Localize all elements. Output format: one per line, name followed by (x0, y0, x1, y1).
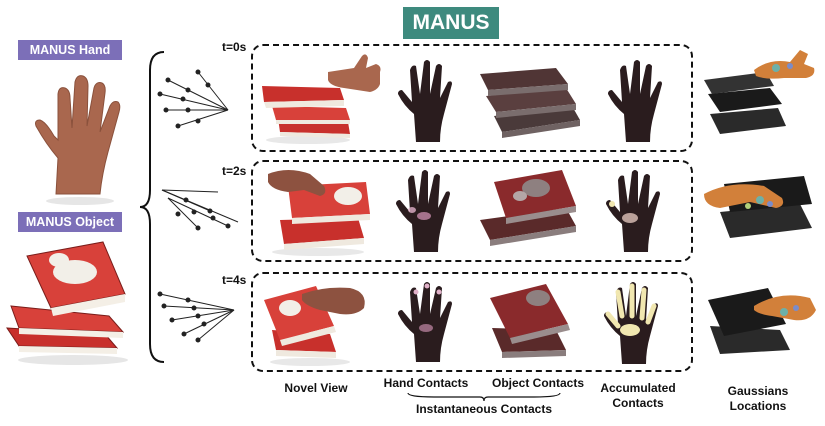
novel-view-t4 (264, 286, 365, 366)
caption-accumulated-line1: Accumulated (600, 381, 676, 395)
skeleton-t0 (157, 69, 229, 129)
gaussians-t4 (708, 288, 816, 354)
caption-gaussians-line1: Gaussians (727, 384, 789, 398)
caption-accumulated-contacts: Accumulated Contacts (592, 381, 684, 411)
skeleton-t4 (157, 291, 235, 343)
brace (139, 51, 165, 363)
object-contacts-t4 (490, 284, 570, 358)
caption-instantaneous-contacts: Instantaneous Contacts (415, 402, 553, 416)
gaussians-t0 (704, 50, 815, 134)
row-box-t0 (251, 44, 693, 152)
hand-contacts-t2 (396, 170, 450, 252)
input-hand-image (35, 75, 121, 205)
caption-gaussians-locations: Gaussians Locations (712, 384, 804, 414)
page-title: MANUS (403, 7, 499, 39)
input-books-image (6, 241, 128, 365)
gaussians-t2 (704, 176, 812, 238)
time-label-t0: t=0s (222, 40, 247, 54)
row-box-t4 (251, 272, 693, 372)
caption-gaussians-line2: Locations (729, 399, 787, 413)
object-contacts-t2 (480, 170, 576, 246)
time-label-t4: t=4s (222, 273, 247, 287)
skeleton-t2 (161, 189, 239, 231)
object-contacts-t0 (480, 68, 580, 138)
object-label: MANUS Object (18, 212, 122, 232)
hand-contacts-t4 (398, 282, 452, 362)
hand-contacts-t0 (398, 60, 452, 142)
instantaneous-bracket (407, 392, 561, 402)
novel-view-t0 (262, 54, 381, 144)
time-label-t2: t=2s (222, 164, 247, 178)
accumulated-contacts-t2 (606, 170, 660, 252)
hand-label: MANUS Hand (18, 40, 122, 60)
row-box-t2 (251, 160, 693, 262)
novel-view-t2 (268, 170, 370, 256)
caption-accumulated-line2: Contacts (612, 396, 664, 410)
caption-object-contacts: Object Contacts (491, 376, 584, 390)
caption-hand-contacts: Hand Contacts (383, 376, 469, 390)
caption-novel-view: Novel View (284, 381, 348, 395)
accumulated-contacts-t4 (604, 282, 658, 364)
accumulated-contacts-t0 (608, 60, 662, 142)
